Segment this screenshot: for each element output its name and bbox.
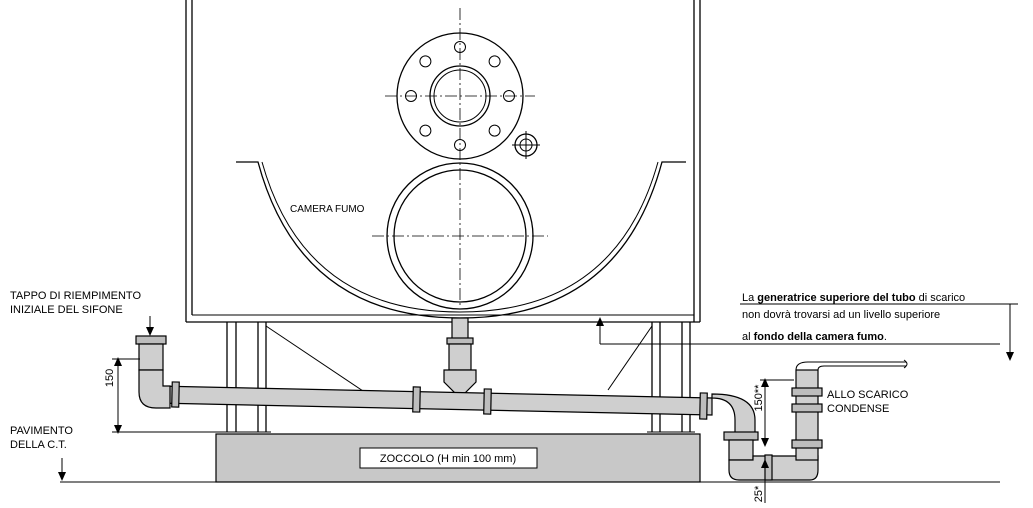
boiler-body xyxy=(185,0,701,323)
filling-cap-arrow xyxy=(146,316,154,336)
scarico-label-line1: ALLO SCARICO xyxy=(827,389,909,401)
left-elbow xyxy=(135,335,171,409)
bottom-dimension: 25* xyxy=(753,458,769,503)
drain-tee xyxy=(443,317,477,399)
left-dimension-value: 150 xyxy=(104,369,116,387)
note-line2: non dovrà trovarsi ad un livello superio… xyxy=(742,309,940,321)
smoke-chamber-outline xyxy=(236,161,686,319)
tappo-label-line2: INIZIALE DEL SIFONE xyxy=(10,304,123,316)
pavimento-label-line2: DELLA C.T. xyxy=(10,439,67,451)
note-line3: al fondo della camera fumo. xyxy=(742,331,887,343)
main-drain-pipe xyxy=(155,381,713,420)
camera-fumo-label: CAMERA FUMO xyxy=(290,204,365,215)
sensor-fitting xyxy=(512,131,540,159)
right-dimension-value: 150** xyxy=(753,384,765,412)
bottom-dimension-value: 25* xyxy=(753,485,765,502)
pavimento-arrow xyxy=(58,458,66,481)
furnace-tube xyxy=(372,162,548,310)
left-dimension: 150 xyxy=(104,357,222,434)
right-dimension: 150** xyxy=(753,378,794,447)
flange xyxy=(385,32,535,160)
siphon xyxy=(711,359,908,481)
scarico-label-line2: CONDENSE xyxy=(827,403,889,415)
reference-level xyxy=(470,303,1018,361)
pavimento-label-line1: PAVIMENTO xyxy=(10,425,73,437)
flange-bolt-holes xyxy=(405,41,515,151)
note-line1: La generatrice superiore del tubo di sca… xyxy=(742,292,965,304)
zoccolo-base: ZOCCOLO (H min 100 mm) xyxy=(215,433,701,483)
tappo-label-line1: TAPPO DI RIEMPIMENTO xyxy=(10,290,141,302)
zoccolo-label: ZOCCOLO (H min 100 mm) xyxy=(380,453,516,465)
